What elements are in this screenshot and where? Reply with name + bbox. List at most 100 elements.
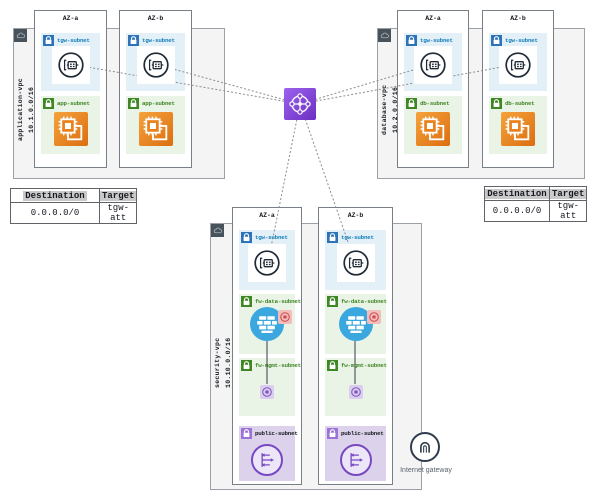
lock-icon xyxy=(327,360,338,371)
lock-icon xyxy=(406,98,417,109)
subnet-tgw: tgw-subnet xyxy=(489,33,547,91)
az-box-application-a: AZ-a tgw-subnet app-subnet xyxy=(34,10,107,168)
subnet-label: db-subnet xyxy=(505,100,535,107)
subnet-label: tgw-subnet xyxy=(142,37,175,44)
lock-icon xyxy=(128,98,139,109)
subnet-fw-mgmt: fw-mgmt-subnet xyxy=(239,358,301,416)
route-destination-value: 0.0.0.0/0 xyxy=(484,200,550,222)
az-box-database-b: AZ-b tgw-subnet db-subnet xyxy=(482,10,554,168)
az-box-application-b: AZ-b tgw-subnet app-subnet xyxy=(119,10,192,168)
internet-gateway-icon xyxy=(410,432,440,462)
route-table-header-destination: Destination xyxy=(485,188,549,199)
nat-gateway-icon xyxy=(339,444,372,476)
subnet-app: app-subnet xyxy=(126,96,185,154)
ec2-instances-icon xyxy=(138,112,173,146)
lock-icon xyxy=(327,296,338,307)
transit-gateway-attachment-icon xyxy=(499,46,537,84)
subnet-db: db-subnet xyxy=(404,96,462,154)
az-label: AZ-b xyxy=(510,15,526,22)
route-target-value: tgw-att xyxy=(98,202,138,224)
network-interface-icon xyxy=(260,385,274,399)
lock-icon xyxy=(241,360,252,371)
route-table-database: Destination Target 0.0.0.0/0 tgw-att xyxy=(484,186,588,222)
subnet-header: tgw-subnet xyxy=(41,33,100,46)
vpc-cloud-icon xyxy=(211,224,224,237)
vpc-name: database-vpc xyxy=(381,84,388,135)
az-label: AZ-a xyxy=(425,15,441,22)
subnet-fw-data: fw-data-subnet xyxy=(325,294,387,354)
lock-icon xyxy=(327,428,338,439)
subnet-header: app-subnet xyxy=(126,96,185,109)
subnet-header: tgw-subnet xyxy=(325,230,386,243)
subnet-app: app-subnet xyxy=(41,96,100,154)
vpc-cloud-icon xyxy=(14,29,27,42)
subnet-db: db-subnet xyxy=(489,96,547,154)
internet-gateway-label: Internet gateway xyxy=(400,467,452,474)
subnet-header: tgw-subnet xyxy=(239,230,295,243)
nat-gateway-icon xyxy=(251,444,283,476)
route-table-header-destination: Destination xyxy=(23,190,87,201)
subnet-header: db-subnet xyxy=(404,96,462,109)
subnet-label: tgw-subnet xyxy=(420,37,453,44)
subnet-tgw: tgw-subnet xyxy=(41,33,100,91)
subnet-label: public-subnet xyxy=(341,430,384,437)
lock-icon xyxy=(43,98,54,109)
az-box-database-a: AZ-a tgw-subnet db-subnet xyxy=(397,10,469,168)
subnet-header: db-subnet xyxy=(489,96,547,109)
subnet-header: public-subnet xyxy=(325,426,386,439)
subnet-tgw: tgw-subnet xyxy=(325,230,386,290)
lock-icon xyxy=(43,35,54,46)
subnet-public: public-subnet xyxy=(325,426,386,481)
subnet-header: fw-mgmt-subnet xyxy=(239,358,301,371)
subnet-label: tgw-subnet xyxy=(505,37,538,44)
subnet-label: app-subnet xyxy=(57,100,90,107)
subnet-tgw: tgw-subnet xyxy=(404,33,462,91)
subnet-label: fw-mgmt-subnet xyxy=(255,362,301,369)
subnet-header: fw-data-subnet xyxy=(239,294,301,307)
lock-icon xyxy=(241,296,252,307)
lock-icon xyxy=(241,232,252,243)
transit-gateway-attachment-icon xyxy=(414,46,452,84)
ec2-instances-icon xyxy=(416,112,450,146)
transit-gateway-icon xyxy=(284,88,316,120)
lock-icon xyxy=(491,35,502,46)
ec2-instances-icon xyxy=(53,112,88,146)
transit-gateway-attachment-icon xyxy=(136,46,175,84)
lock-icon xyxy=(491,98,502,109)
route-table-header-target: Target xyxy=(550,188,587,199)
subnet-label: fw-mgmt-subnet xyxy=(341,362,387,369)
subnet-label: public-subnet xyxy=(255,430,298,437)
vpc-name: security-vpc xyxy=(214,337,221,388)
firewall-endpoint-eni-icon xyxy=(278,310,292,324)
transit-gateway-attachment-icon xyxy=(248,244,286,282)
az-label: AZ-b xyxy=(147,15,164,22)
route-target-value: tgw-att xyxy=(548,200,588,222)
transit-gateway-attachment-icon xyxy=(336,244,375,282)
subnet-label: tgw-subnet xyxy=(255,234,288,241)
vpc-cloud-icon xyxy=(378,29,391,42)
transit-gateway-attachment-icon xyxy=(51,46,90,84)
az-label: AZ-b xyxy=(347,212,364,219)
subnet-tgw: tgw-subnet xyxy=(126,33,185,91)
subnet-fw-mgmt: fw-mgmt-subnet xyxy=(325,358,387,416)
subnet-label: tgw-subnet xyxy=(57,37,90,44)
subnet-label: db-subnet xyxy=(420,100,450,107)
subnet-tgw: tgw-subnet xyxy=(239,230,295,290)
subnet-header: app-subnet xyxy=(41,96,100,109)
route-table-header-target: Target xyxy=(100,190,137,201)
route-destination-value: 0.0.0.0/0 xyxy=(10,202,100,224)
lock-icon xyxy=(406,35,417,46)
subnet-header: tgw-subnet xyxy=(126,33,185,46)
subnet-header: tgw-subnet xyxy=(404,33,462,46)
lock-icon xyxy=(241,428,252,439)
az-box-security-a: AZ-a tgw-subnet fw-data-subnet fw-mgmt-s… xyxy=(232,207,302,485)
az-label: AZ-a xyxy=(259,212,275,219)
ec2-instances-icon xyxy=(501,112,535,146)
firewall-endpoint-eni-icon xyxy=(366,310,381,324)
network-interface-icon xyxy=(348,385,363,399)
subnet-public: public-subnet xyxy=(239,426,298,481)
az-label: AZ-a xyxy=(62,15,79,22)
subnet-label: app-subnet xyxy=(142,100,175,107)
lock-icon xyxy=(128,35,139,46)
